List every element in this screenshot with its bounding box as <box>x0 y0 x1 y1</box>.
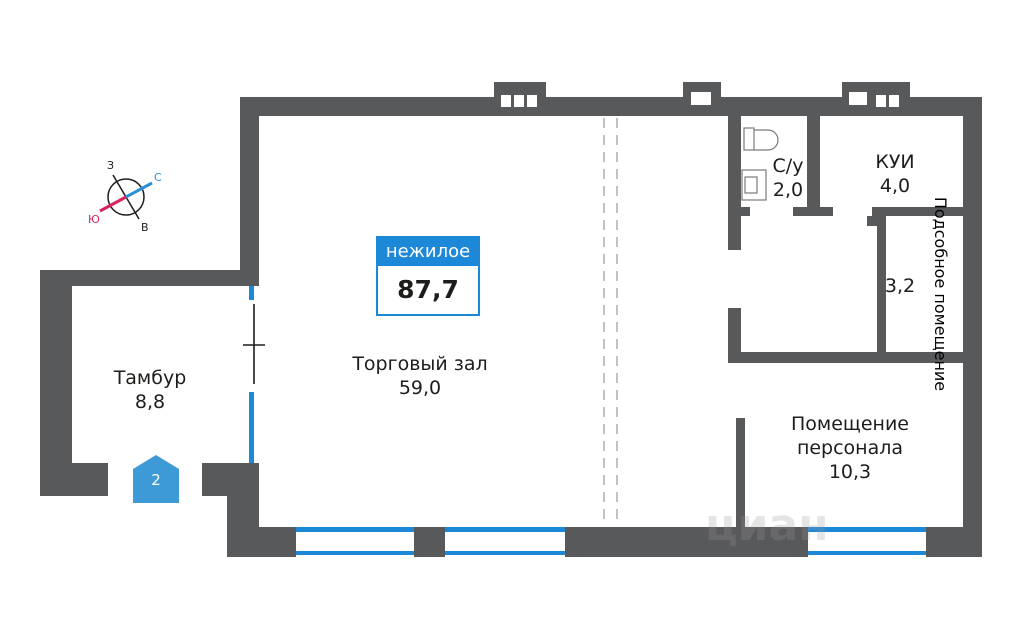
room-area: 4,0 <box>879 175 911 197</box>
vent-openings <box>501 92 899 107</box>
entrance-number: 2 <box>151 471 161 489</box>
room-utility-name-box: Подсобное помещение <box>914 197 966 391</box>
room-utility-area: 3,2 <box>884 275 916 297</box>
room-kui: КУИ 4,0 <box>855 150 935 198</box>
room-area: 8,8 <box>134 391 166 413</box>
total-area-badge: нежилое 87,7 <box>376 236 480 316</box>
room-staff: Помещение персонала 10,3 <box>770 412 930 484</box>
toilet-icon <box>743 127 779 151</box>
room-name: Тамбур <box>113 367 187 389</box>
room-name: КУИ <box>875 151 915 173</box>
compass-rose: З С Ю В <box>82 155 172 235</box>
room-area: 59,0 <box>398 377 442 399</box>
compass-south: Ю <box>88 213 100 226</box>
room-name: Торговый зал <box>352 353 488 375</box>
room-name: С/у <box>772 155 804 177</box>
room-utility-name: Подсобное помещение <box>931 196 950 392</box>
watermark: циан <box>705 500 829 551</box>
room-name-line1: Помещение <box>791 413 909 435</box>
room-vestibule: Тамбур 8,8 <box>95 366 205 414</box>
walls <box>40 82 982 557</box>
vestibule-door <box>243 304 265 384</box>
compass-north: С <box>154 171 162 184</box>
total-area-value: 87,7 <box>397 275 459 304</box>
sink-icon <box>741 169 767 201</box>
compass-west: З <box>107 159 114 172</box>
entrance-marker: 2 <box>133 455 179 503</box>
room-bathroom: С/у 2,0 <box>766 154 810 202</box>
compass-icon: З С Ю В <box>88 159 162 234</box>
room-name-line2: персонала <box>796 437 904 459</box>
compass-east: В <box>141 221 149 234</box>
windows <box>249 286 926 557</box>
room-area: 2,0 <box>772 179 804 201</box>
room-area: 10,3 <box>828 461 872 483</box>
premises-type-label: нежилое <box>378 238 478 266</box>
room-trading-hall: Торговый зал 59,0 <box>330 352 510 400</box>
entrance-icon <box>133 455 179 503</box>
